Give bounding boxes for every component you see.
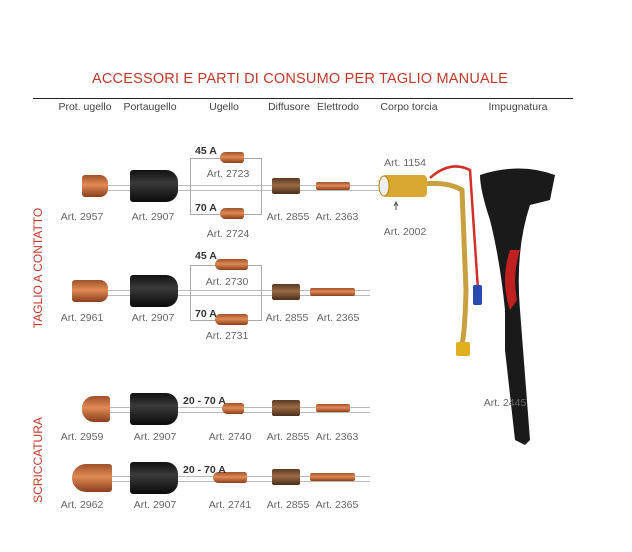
art-label-handle: Art. 2445 bbox=[483, 397, 527, 409]
nozzle-guard-part bbox=[82, 175, 108, 197]
nozzle-guard-part bbox=[82, 396, 110, 422]
art-label: Art. 2907 bbox=[131, 312, 175, 324]
cable-fitting bbox=[456, 342, 470, 356]
electrode-part bbox=[310, 473, 355, 481]
nozzle-part-top bbox=[215, 259, 248, 270]
art-label: Art. 2741 bbox=[208, 499, 252, 511]
art-label: Art. 2363 bbox=[315, 431, 359, 443]
section-label-gouging: SCRICCATURA bbox=[31, 417, 45, 503]
header-portaugello: Portaugello bbox=[123, 101, 177, 113]
torch-head bbox=[378, 175, 390, 197]
pointer-arrow bbox=[393, 200, 399, 210]
header-impugnatura: Impugnatura bbox=[488, 101, 548, 113]
page-title: ACCESSORI E PARTI DI CONSUMO PER TAGLIO … bbox=[91, 71, 509, 87]
amp-label: 20 - 70 A bbox=[183, 395, 226, 407]
nozzle-part-top bbox=[220, 152, 244, 163]
art-label: Art. 2855 bbox=[265, 312, 309, 324]
nozzle-part-bottom bbox=[215, 314, 248, 325]
header-prot-ugello: Prot. ugello bbox=[58, 101, 112, 113]
nozzle-guard-part bbox=[72, 280, 108, 302]
torch-body-part bbox=[382, 175, 427, 197]
art-label: Art. 2961 bbox=[60, 312, 104, 324]
section-label-contact: TAGLIO A CONTATTO bbox=[31, 207, 45, 329]
art-label-torch-body: Art. 1154 bbox=[384, 157, 426, 169]
handle-part bbox=[480, 168, 555, 445]
torch-cable bbox=[414, 180, 469, 346]
torch-illustration bbox=[378, 165, 555, 445]
wire-connector bbox=[473, 285, 482, 305]
art-label: Art. 2855 bbox=[266, 431, 310, 443]
connector-line bbox=[100, 185, 380, 191]
electrode-part bbox=[310, 288, 355, 296]
art-label: Art. 2957 bbox=[60, 211, 104, 223]
art-label: Art. 2907 bbox=[131, 211, 175, 223]
header-ugello: Ugello bbox=[209, 101, 239, 113]
art-label: Art. 2363 bbox=[315, 211, 359, 223]
art-label: Art. 2855 bbox=[266, 211, 310, 223]
art-label: Art. 2724 bbox=[206, 228, 250, 240]
nozzle-holder-part bbox=[130, 393, 178, 425]
nozzle-guard-part bbox=[72, 464, 112, 492]
diffuser-part bbox=[272, 178, 300, 194]
nozzle-part bbox=[222, 403, 244, 414]
amp-label-top: 45 A bbox=[195, 145, 217, 157]
art-label: Art. 2365 bbox=[316, 312, 360, 324]
handle-trigger bbox=[505, 250, 520, 310]
header-rule bbox=[33, 98, 573, 99]
art-label: Art. 2962 bbox=[60, 499, 104, 511]
art-label: Art. 2959 bbox=[60, 431, 104, 443]
diffuser-part bbox=[272, 400, 300, 416]
art-label: Art. 2740 bbox=[208, 431, 252, 443]
red-wire bbox=[429, 165, 480, 291]
art-label: Art. 2365 bbox=[315, 499, 359, 511]
art-label: Art. 2855 bbox=[266, 499, 310, 511]
diffuser-part bbox=[272, 469, 300, 485]
amp-label-bottom: 70 A bbox=[195, 308, 217, 320]
art-label: Art. 2907 bbox=[133, 499, 177, 511]
nozzle-holder-part bbox=[130, 170, 178, 202]
diffuser-part bbox=[272, 284, 300, 300]
nozzle-part-bottom bbox=[220, 208, 244, 219]
nozzle-part bbox=[213, 472, 247, 483]
art-label: Art. 2731 bbox=[205, 330, 249, 342]
amp-label-top: 45 A bbox=[195, 250, 217, 262]
art-label: Art. 2723 bbox=[206, 168, 250, 180]
amp-label-bottom: 70 A bbox=[195, 202, 217, 214]
connector-line bbox=[100, 290, 370, 296]
art-label: Art. 2730 bbox=[205, 276, 249, 288]
header-diffusore: Diffusore bbox=[268, 101, 310, 113]
amp-label: 20 - 70 A bbox=[183, 464, 226, 476]
header-elettrodo: Elettrodo bbox=[316, 101, 360, 113]
nozzle-holder-part bbox=[130, 275, 178, 307]
art-label-torch-ring: Art. 2002 bbox=[383, 226, 427, 238]
electrode-part bbox=[316, 182, 350, 190]
art-label: Art. 2907 bbox=[133, 431, 177, 443]
nozzle-holder-part bbox=[130, 462, 178, 494]
header-corpo-torcia: Corpo torcia bbox=[380, 101, 438, 113]
electrode-part bbox=[316, 404, 350, 412]
